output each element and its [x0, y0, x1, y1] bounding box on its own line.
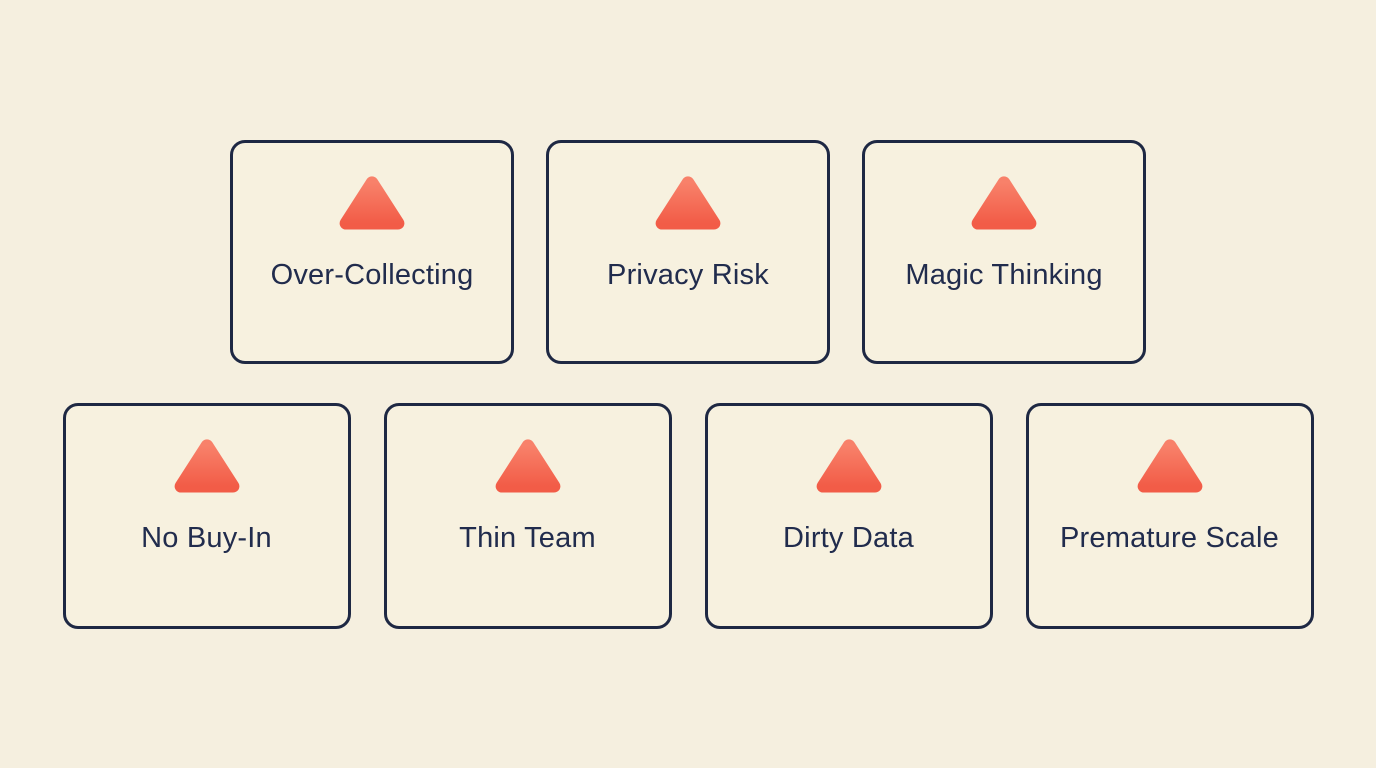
card-label: Magic Thinking — [905, 258, 1103, 291]
card-thin-team: Thin Team — [383, 402, 672, 629]
card-premature-scale: Premature Scale — [1025, 402, 1314, 629]
card-privacy-risk: Privacy Risk — [546, 139, 830, 364]
warning-triangle-icon — [1137, 438, 1202, 493]
card-magic-thinking: Magic Thinking — [862, 139, 1146, 364]
card-label: Thin Team — [459, 521, 596, 554]
card-label: Dirty Data — [783, 521, 914, 554]
warning-triangle-icon — [655, 175, 721, 230]
card-over-collecting: Over-Collecting — [230, 139, 514, 364]
card-label: Premature Scale — [1060, 521, 1279, 554]
warning-triangle-icon — [174, 438, 239, 493]
warning-triangle-icon — [339, 175, 405, 230]
warning-triangle-icon — [816, 438, 881, 493]
card-label: Over-Collecting — [270, 258, 474, 291]
card-no-buy-in: No Buy-In — [62, 402, 351, 629]
card-row-top: Over-Collecting Privacy Risk Magic Think… — [230, 139, 1146, 364]
card-row-bottom: No Buy-In Thin Team Dirty Data Premature… — [62, 402, 1314, 629]
card-label: No Buy-In — [141, 521, 272, 554]
warning-triangle-icon — [495, 438, 560, 493]
warning-triangle-icon — [971, 175, 1037, 230]
card-dirty-data: Dirty Data — [704, 402, 993, 629]
card-label: Privacy Risk — [607, 258, 769, 291]
